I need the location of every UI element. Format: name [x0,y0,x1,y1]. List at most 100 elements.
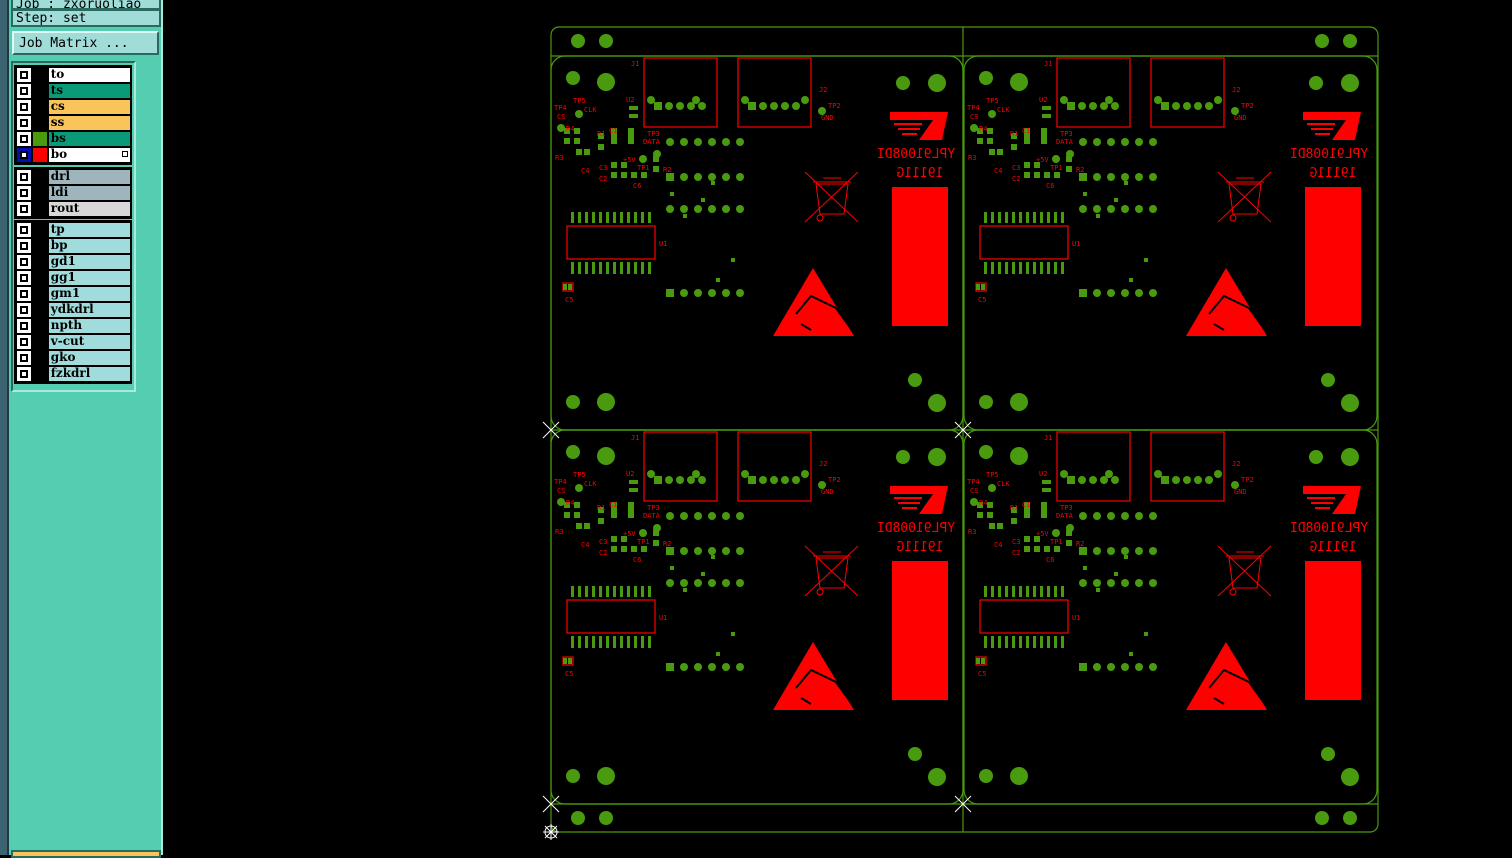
board-text-bottom-right: YPL91008DI 19111G J1 J2 U2 TP5 CLK TP4 C… [967,434,1368,678]
layer-name[interactable]: v-cut [48,335,131,349]
layer-row-ydkdrl[interactable]: ydkdrl [16,302,131,318]
layer-row-cs[interactable]: cs [16,99,131,115]
layer-color-swatch[interactable] [32,116,47,130]
label-j2: J2 [1232,460,1240,468]
layer-row-gd1[interactable]: gd1 [16,254,131,270]
layer-row-bs[interactable]: bs [16,131,131,147]
layer-name[interactable]: rout [48,201,131,216]
layer-name[interactable]: npth [48,319,131,333]
layer-color-swatch[interactable] [32,223,47,237]
layer-name[interactable]: drl [48,170,131,184]
layer-name[interactable]: bp [48,239,131,253]
label-r2: R2 [663,540,671,548]
layer-checkbox[interactable] [17,186,31,200]
layer-color-swatch[interactable] [32,170,47,184]
layer-name[interactable]: gm1 [48,287,131,301]
layer-row-ldi[interactable]: ldi [16,185,131,201]
label-c5: C5 [565,296,573,304]
layer-checkbox[interactable] [17,303,31,317]
label-r3: R3 [968,528,976,536]
layer-row-tp[interactable]: tp [16,222,131,238]
layer-checkbox[interactable] [17,239,31,253]
label-c6: C6 [633,556,641,564]
label-tp2: TP2 [1241,476,1254,484]
label-5v: +5V [623,530,636,538]
layer-name[interactable]: ts [48,83,131,98]
layer-color-swatch[interactable] [32,132,47,146]
label-r4: R4 [566,499,574,507]
layer-checkbox[interactable] [17,367,31,381]
layer-color-swatch[interactable] [32,255,47,269]
layer-name[interactable]: gko [48,351,131,365]
layer-checkbox[interactable] [17,68,31,82]
layer-color-swatch[interactable] [32,148,47,162]
layer-color-swatch[interactable] [32,319,47,333]
layer-name[interactable]: gg1 [48,270,131,285]
layer-name[interactable]: to [48,68,131,82]
layer-row-npth[interactable]: npth [16,318,131,334]
layer-color-swatch[interactable] [32,303,47,317]
layer-color-swatch[interactable] [32,287,47,301]
layer-color-swatch[interactable] [32,335,47,349]
layer-checkbox[interactable] [17,170,31,184]
layer-name[interactable]: fzkdrl [48,367,131,381]
layer-row-ss[interactable]: ss [16,115,131,131]
layer-color-swatch[interactable] [32,68,47,82]
layer-name-text: gg1 [50,270,76,284]
layer-row-v-cut[interactable]: v-cut [16,334,131,350]
layer-checkbox[interactable] [17,287,31,301]
label-c1: C1 [1022,127,1030,135]
label-j2: J2 [819,86,827,94]
layer-row-bo[interactable]: bo [16,147,131,163]
layer-checkbox[interactable] [17,84,31,98]
layer-name-text: ts [50,83,64,97]
label-u2: U2 [626,96,634,104]
layer-row-rout[interactable]: rout [16,201,131,217]
layer-name[interactable]: gd1 [48,255,131,269]
layer-row-fzkdrl[interactable]: fzkdrl [16,366,131,382]
layer-row-gko[interactable]: gko [16,350,131,366]
layer-name[interactable]: ss [48,116,131,130]
expand-icon[interactable] [122,151,129,157]
layer-name[interactable]: bs [48,132,131,146]
layer-checkbox[interactable] [17,132,31,146]
layer-color-swatch[interactable] [32,271,47,285]
layer-name[interactable]: tp [48,223,131,237]
layer-name-text: rout [50,201,80,215]
layer-row-to[interactable]: to [16,67,131,83]
job-matrix-button[interactable]: Job Matrix ... [12,31,159,55]
layer-name[interactable]: bo [48,147,131,162]
layer-checkbox[interactable] [17,202,31,216]
layer-checkbox[interactable] [17,116,31,130]
layer-name-text: bo [50,147,68,161]
layer-checkbox[interactable] [17,148,31,162]
layer-name[interactable]: ydkdrl [48,303,131,317]
layer-checkbox[interactable] [17,100,31,114]
layer-checkbox[interactable] [17,223,31,237]
layer-color-swatch[interactable] [32,84,47,98]
label-tp1: TP1 [637,538,650,546]
layer-name[interactable]: cs [48,100,131,114]
layer-color-swatch[interactable] [32,186,47,200]
layer-checkbox[interactable] [17,335,31,349]
layer-row-drl[interactable]: drl [16,169,131,185]
layer-color-swatch[interactable] [32,351,47,365]
layer-checkbox[interactable] [17,255,31,269]
label-c4: C4 [994,167,1002,175]
layer-color-swatch[interactable] [32,100,47,114]
layer-color-swatch[interactable] [32,239,47,253]
layer-checkbox[interactable] [17,351,31,365]
layer-row-gm1[interactable]: gm1 [16,286,131,302]
layer-color-swatch[interactable] [32,202,47,216]
layer-name[interactable]: ldi [48,186,131,200]
layer-checkbox[interactable] [17,271,31,285]
layer-row-ts[interactable]: ts [16,83,131,99]
layer-color-swatch[interactable] [32,367,47,381]
layer-checkbox[interactable] [17,319,31,333]
label-u1: U1 [1072,240,1080,248]
layer-row-bp[interactable]: bp [16,238,131,254]
layer-row-gg1[interactable]: gg1 [16,270,131,286]
